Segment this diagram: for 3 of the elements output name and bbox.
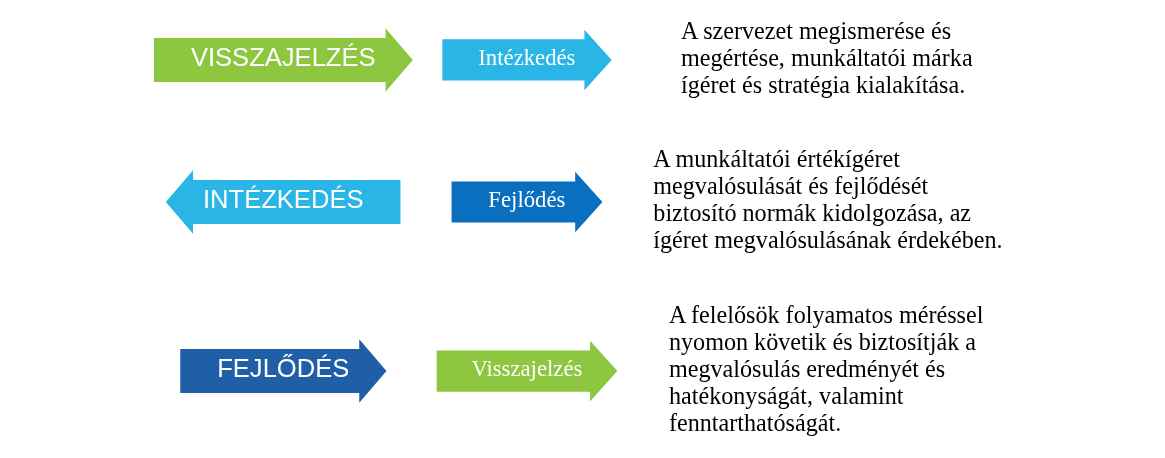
node-label: A felelősök folyamatos méréssel nyomon követik és biztosítják a megvalósulás eredményét és hatékonyságát, valamint fenntarthatóságát.	[668, 300, 983, 436]
node-label: A munkáltatói értékígéret megvalósulását és fejlődését biztosító normák kidolgozása, az ígéret megvalósulásának érdekében.	[652, 145, 1003, 254]
node-label: A szervezet megismerése és megértése, munkáltatói márka ígéret és stratégia kialakítása.	[680, 16, 973, 98]
